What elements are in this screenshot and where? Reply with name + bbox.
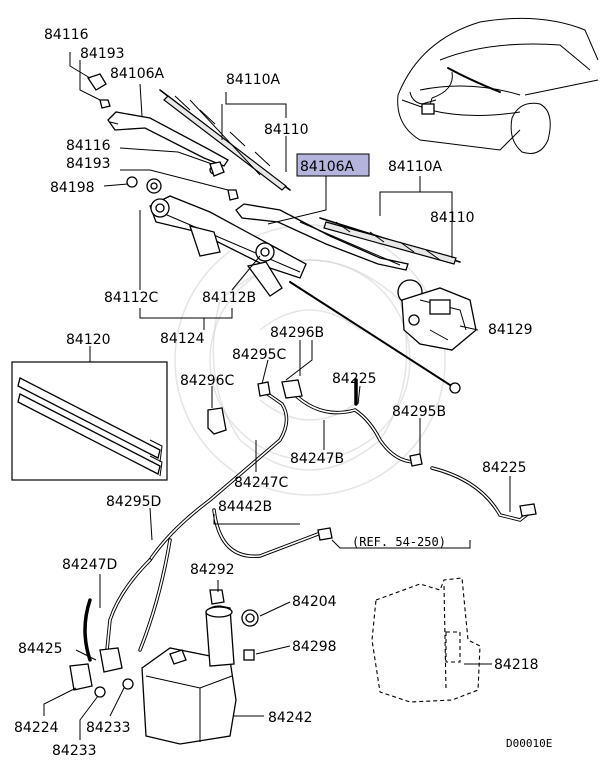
label-84218: 84218 [494, 657, 539, 673]
label-84116-mid: 84116 [66, 138, 111, 154]
washer-84198 [126, 176, 138, 188]
label-84225-mid: 84225 [332, 371, 377, 387]
label-84129: 84129 [488, 322, 533, 338]
label-84110a-top: 84110A [226, 72, 281, 88]
label-84298: 84298 [292, 639, 337, 655]
pump-b [69, 663, 93, 691]
blade-refill-box [11, 361, 168, 481]
right-wiper-assembly [235, 203, 461, 271]
ref-note: (REF. 54-250) [352, 535, 446, 549]
washer-hoses [83, 378, 537, 662]
washer-tank-alt-dashed [371, 577, 481, 703]
label-84295c: 84295C [232, 347, 287, 363]
washer-tank [69, 589, 259, 745]
label-84204: 84204 [292, 594, 337, 610]
label-84295b: 84295B [392, 404, 446, 420]
label-84296b: 84296B [270, 325, 324, 341]
label-84296c: 84296C [180, 373, 235, 389]
label-84110-top: 84110 [264, 122, 309, 138]
label-84233-b: 84233 [52, 743, 97, 759]
nut-84193-top [99, 99, 111, 109]
leader-lines [43, 52, 511, 740]
label-84106a-left: 84106A [110, 66, 165, 82]
label-84247d: 84247D [62, 557, 117, 573]
label-84110a-right: 84110A [388, 159, 443, 175]
label-84106a-highlighted: 84106A [300, 159, 355, 175]
wiper-linkage [146, 178, 461, 394]
label-84110-right: 84110 [430, 210, 475, 226]
wiper-motor [397, 279, 477, 351]
label-84233-a: 84233 [86, 720, 131, 736]
cap-84116-top [86, 73, 107, 91]
label-84442b: 84442B [218, 499, 272, 515]
label-84116-top: 84116 [44, 27, 89, 43]
label-84198: 84198 [50, 180, 95, 196]
label-84193-top: 84193 [80, 46, 125, 62]
label-84224: 84224 [14, 720, 59, 736]
label-84247c: 84247C [234, 475, 289, 491]
diagram-code: D00010E [506, 737, 552, 750]
label-84225-right: 84225 [482, 460, 527, 476]
fastener-parts [86, 73, 239, 201]
label-84193-mid: 84193 [66, 156, 111, 172]
label-84247b: 84247B [290, 451, 344, 467]
label-84112c: 84112C [104, 290, 159, 306]
label-84242: 84242 [268, 710, 313, 726]
pump-a [99, 647, 123, 673]
label-84124: 84124 [160, 331, 205, 347]
nut-84193-mid [227, 189, 239, 201]
label-84120: 84120 [66, 332, 111, 348]
part-labels: 84116 84193 84106A 84110A 84110 84116 84… [14, 27, 552, 759]
label-84112b: 84112B [202, 290, 256, 306]
label-84425: 84425 [18, 641, 63, 657]
car-illustration [397, 17, 599, 154]
label-84292: 84292 [190, 562, 235, 578]
label-84295d: 84295D [106, 494, 161, 510]
left-wiper-assembly [107, 89, 291, 191]
highlight-box [296, 153, 370, 177]
